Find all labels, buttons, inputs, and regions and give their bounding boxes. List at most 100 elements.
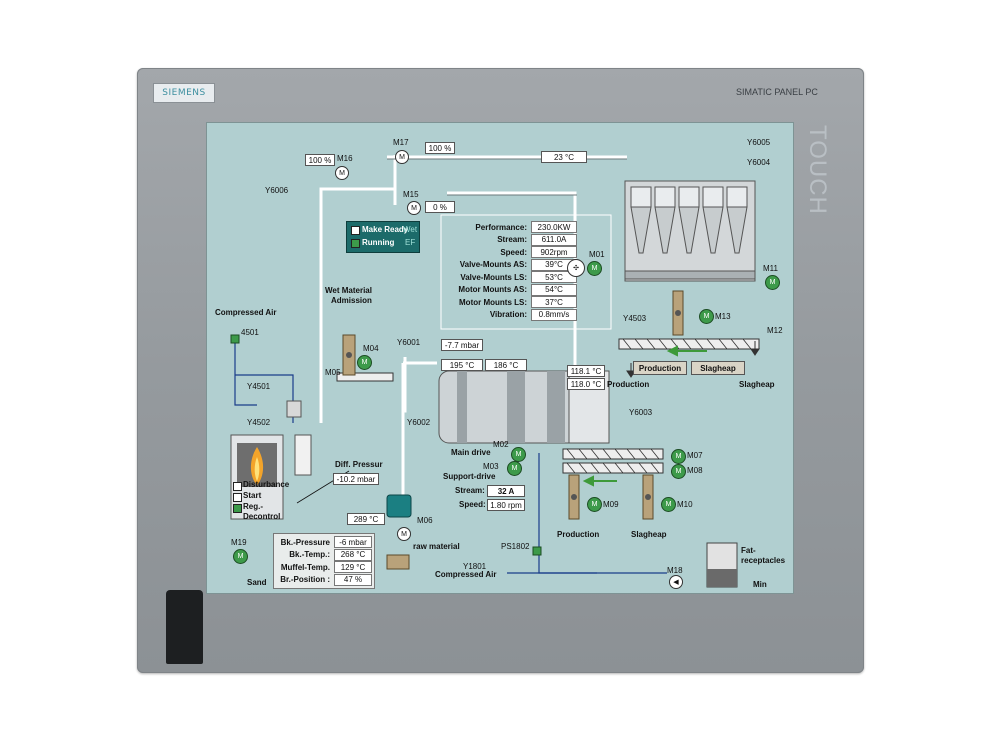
raw-material-label: raw material xyxy=(413,542,460,551)
m19-motor[interactable]: M xyxy=(233,549,248,564)
m09-motor[interactable]: M xyxy=(587,497,602,512)
stylus-holder[interactable] xyxy=(166,590,203,664)
m10-label: M10 xyxy=(677,500,693,509)
make-ready-checkbox[interactable] xyxy=(351,226,360,235)
ef-label: EF xyxy=(405,238,416,247)
m04-label: M04 xyxy=(363,344,379,353)
y1801-label: Y1801 xyxy=(463,562,487,571)
y4502-label: Y4502 xyxy=(247,418,271,427)
m02-label: M02 xyxy=(493,440,509,449)
table-row: Speed:902rpm xyxy=(443,246,577,259)
receptacles-label: receptacles xyxy=(741,556,786,565)
m17-motor[interactable]: M xyxy=(395,150,409,164)
row-label: Performance: xyxy=(475,222,527,232)
drum-temp-186: 186 °C xyxy=(485,359,527,371)
row-label: Vibration: xyxy=(489,310,527,320)
diff-pressure-label: Diff. Pressur xyxy=(335,460,383,469)
m04-motor[interactable]: M xyxy=(357,355,372,370)
start-label: Start xyxy=(243,491,262,500)
start-indicator xyxy=(233,493,242,502)
row-label: Motor Mounts LS: xyxy=(459,297,527,307)
m03-label: M03 xyxy=(483,462,499,471)
table-row: Vibration: 0.8mm/s xyxy=(443,308,577,322)
m13-motor[interactable]: M xyxy=(699,309,714,324)
ps1802-label: PS1802 xyxy=(501,542,530,551)
disturbance-indicator xyxy=(233,482,242,491)
compressed-air-label: Compressed Air xyxy=(215,308,277,317)
m15-motor[interactable]: M xyxy=(407,201,421,215)
m16-percent: 100 % xyxy=(305,154,335,166)
fan-icon[interactable]: ✣ xyxy=(567,259,585,277)
m10-motor[interactable]: M xyxy=(661,497,676,512)
fat-label: Fat- xyxy=(741,546,756,555)
temp-289: 289 °C xyxy=(347,513,385,525)
row-label: Valve-Mounts LS: xyxy=(460,272,527,282)
table-row: Valve-Mounts AS:39°C xyxy=(443,258,577,272)
m18-pump-icon[interactable]: ◀ xyxy=(669,575,683,589)
table-row: Br.-Position : 47 % xyxy=(276,573,372,587)
m08-motor[interactable]: M xyxy=(671,464,686,479)
slagheap-output-label: Slagheap xyxy=(631,530,667,539)
row-label: Motor Mounts AS: xyxy=(458,285,527,295)
hmi-screen: M17 M 100 % 100 % M16 M M15 M 0 % Y6006 … xyxy=(206,122,794,594)
m12-label: M12 xyxy=(767,326,783,335)
running-label: Running xyxy=(362,238,395,247)
decontrol-label: Decontrol xyxy=(243,512,281,521)
table-row: Motor Mounts LS: 37°C xyxy=(443,296,577,309)
row-value: 230.0KW xyxy=(531,221,577,234)
m06-motor[interactable]: M xyxy=(397,527,411,541)
model-label: SIMATIC PANEL PC xyxy=(736,87,818,97)
y4503-label: Y4503 xyxy=(623,314,647,323)
y4501-label: Y4501 xyxy=(247,382,271,391)
m01-label: M01 xyxy=(589,250,605,259)
row-label: Bk.-Temp.: xyxy=(289,550,330,560)
a501-label: 4501 xyxy=(241,328,259,337)
running-checkbox[interactable] xyxy=(351,239,360,248)
row-value: 129 °C xyxy=(334,561,372,574)
table-row: Performance: 230.0KW xyxy=(443,221,577,234)
table-row: Muffel-Temp.129 °C xyxy=(276,561,372,574)
row-value: 47 % xyxy=(334,573,372,586)
row-value: 54°C xyxy=(531,283,577,296)
slagheap-label: Slagheap xyxy=(739,380,775,389)
m02-motor[interactable]: M xyxy=(511,447,526,462)
admission-label: Admission xyxy=(331,296,372,305)
row-value: 268 °C xyxy=(334,548,372,561)
m01-motor[interactable]: M xyxy=(587,261,602,276)
production-button[interactable]: Production xyxy=(633,361,687,375)
m11-motor[interactable]: M xyxy=(765,275,780,290)
m11-label: M11 xyxy=(763,264,778,273)
process-diagram xyxy=(230,155,760,588)
row-label: Br.-Position : xyxy=(280,575,330,585)
support-stream-value: 32 A xyxy=(487,485,525,497)
m17-percent: 100 % xyxy=(425,142,455,154)
table-row: Bk.-Pressure-6 mbar xyxy=(276,536,372,549)
m03-motor[interactable]: M xyxy=(507,461,522,476)
top-temperature: 23 °C xyxy=(541,151,587,163)
row-label: Valve-Mounts AS: xyxy=(459,260,527,270)
m07-motor[interactable]: M xyxy=(671,449,686,464)
row-value: 0.8mm/s xyxy=(531,308,577,321)
production-label: Production xyxy=(607,380,650,389)
y6003-label: Y6003 xyxy=(629,408,653,417)
m15-label: M15 xyxy=(403,190,419,199)
drum-temp-195: 195 °C xyxy=(441,359,483,371)
sand-label: Sand xyxy=(247,578,267,587)
slagheap-button[interactable]: Slagheap xyxy=(691,361,745,375)
drum-pressure: -7.7 mbar xyxy=(441,339,483,351)
compressed-air-2-label: Compressed Air xyxy=(435,570,497,579)
m05-label: M05 xyxy=(325,368,341,377)
m16-label: M16 xyxy=(337,154,353,163)
support-stream-label: Stream: xyxy=(455,486,485,495)
table-row: Valve-Mounts LS:53°C xyxy=(443,271,577,284)
min-label: Min xyxy=(753,580,767,589)
disturbance-label: Disturbance xyxy=(243,480,290,489)
m16-motor[interactable]: M xyxy=(335,166,349,180)
production-output-label: Production xyxy=(557,530,600,539)
row-value: 37°C xyxy=(531,296,577,309)
siemens-logo: SIEMENS xyxy=(153,83,215,103)
row-label: Bk.-Pressure xyxy=(280,537,330,547)
row-label: Stream: xyxy=(497,235,527,245)
status-panel: Make Ready Wet Running EF xyxy=(346,221,420,253)
main-drive-label: Main drive xyxy=(451,448,491,457)
